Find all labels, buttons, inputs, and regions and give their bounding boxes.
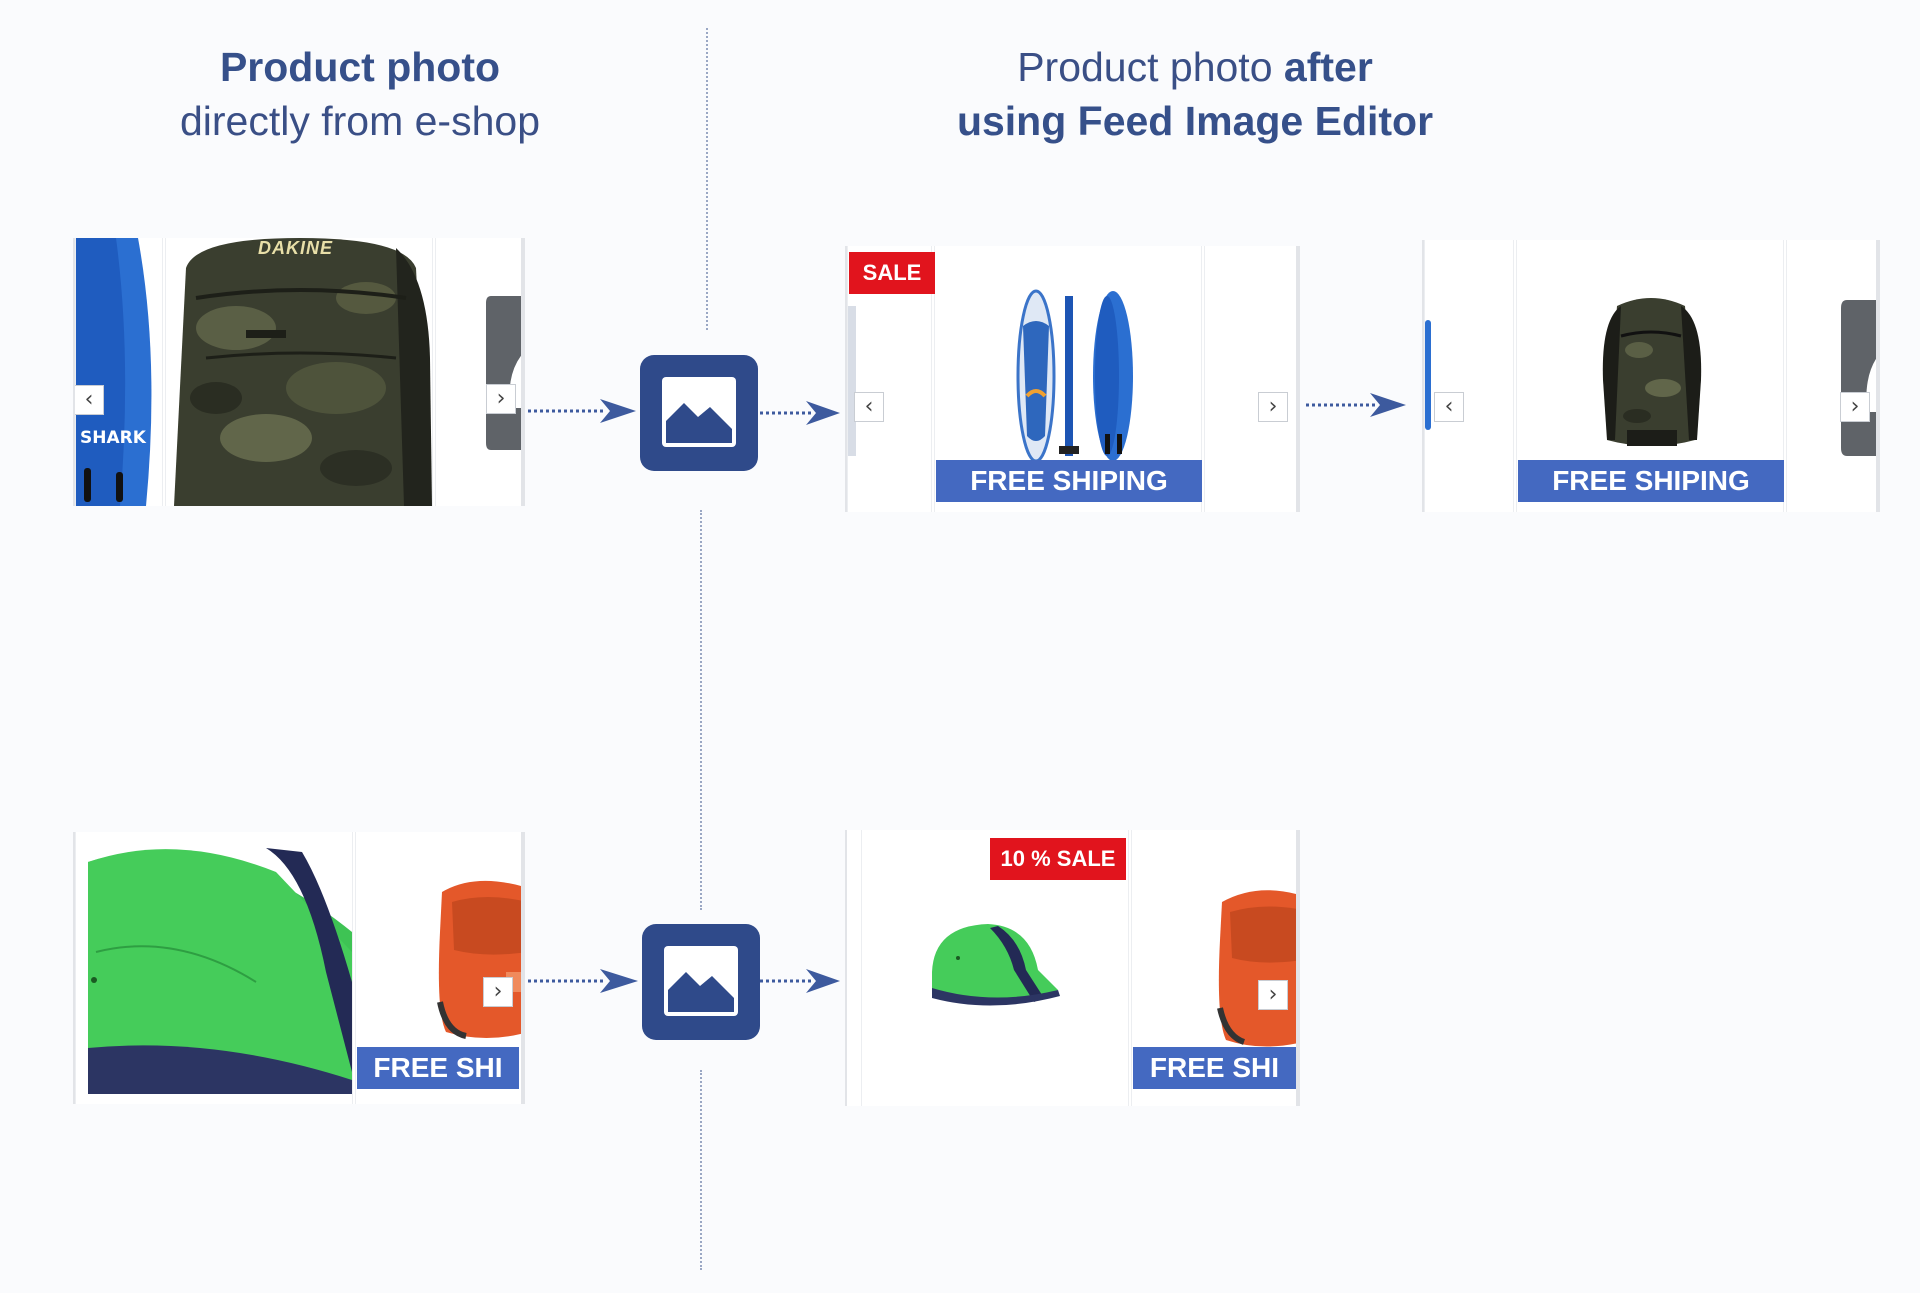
card-partial-right — [1204, 246, 1296, 512]
dotted-arrow-icon — [760, 969, 840, 993]
image-icon — [642, 924, 760, 1040]
chevron-left-icon: ‹ — [1444, 394, 1454, 419]
heading-original: Product photo directly from e-shop — [80, 40, 640, 148]
partial-product-image — [436, 238, 521, 506]
backpack-image — [166, 238, 432, 506]
free-shipping-banner: FREE SHIPING — [1518, 460, 1784, 502]
dotted-arrow-icon — [528, 969, 638, 993]
dotted-arrow-icon — [760, 401, 840, 425]
divider-top — [706, 28, 708, 330]
surfboard-image — [1425, 240, 1513, 512]
divider-bottom — [700, 1070, 702, 1270]
carousel-next-button[interactable]: › — [486, 384, 516, 414]
chevron-right-icon: › — [1268, 394, 1278, 419]
chevron-left-icon: ‹ — [864, 394, 874, 419]
heading-original-normal: directly from e-shop — [179, 98, 540, 144]
card-surfboard-partial — [1424, 240, 1514, 512]
card-cap-large — [75, 832, 353, 1104]
heading-edited: Product photo after using Feed Image Edi… — [880, 40, 1510, 148]
carousel-edited-row1-next[interactable]: FREE SHIPING ‹ › — [1422, 240, 1880, 512]
shark-label: SHARK — [80, 428, 146, 448]
carousel-next-button[interactable]: › — [1258, 980, 1288, 1010]
card-partial-right — [1786, 240, 1876, 512]
ten-percent-sale-badge: 10 % SALE — [990, 838, 1126, 880]
heading-edited-bold: using Feed Image Editor — [956, 98, 1434, 144]
carousel-original-row1[interactable]: SHARK DAKINE — [73, 238, 525, 506]
heading-edited-after: after — [1283, 44, 1373, 90]
chevron-right-icon: › — [493, 979, 503, 1004]
carousel-next-button[interactable]: › — [1840, 392, 1870, 422]
card-surfboard: SHARK — [75, 238, 163, 506]
carousel-next-button[interactable]: › — [483, 977, 513, 1007]
chevron-right-icon: › — [1850, 394, 1860, 419]
divider-middle — [700, 510, 702, 910]
heading-original-bold: Product photo — [219, 44, 501, 90]
dotted-arrow-icon — [1306, 393, 1406, 417]
card-partial-right — [435, 238, 521, 506]
carousel-prev-button[interactable]: ‹ — [1434, 392, 1464, 422]
carousel-edited-row1[interactable]: SALE FREE SHIPING ‹ › — [845, 246, 1300, 512]
carousel-prev-button[interactable]: ‹ — [854, 392, 884, 422]
carousel-edited-row2[interactable]: 10 % SALE FREE SHI › — [845, 830, 1300, 1106]
partial-product-image — [1787, 240, 1876, 512]
cap-image — [76, 832, 352, 1104]
carousel-original-row2[interactable]: FREE SHI › — [73, 832, 525, 1104]
image-icon — [640, 355, 758, 471]
card-backpack-large: DAKINE — [165, 238, 433, 506]
chevron-right-icon: › — [1268, 982, 1278, 1007]
free-shipping-banner-partial-text: FREE SHI — [1133, 1047, 1296, 1089]
dakine-label: DAKINE — [258, 238, 334, 258]
surfboard-image — [76, 238, 162, 506]
heading-edited-normal: Product photo — [1017, 44, 1273, 90]
chevron-left-icon: ‹ — [84, 387, 94, 412]
dotted-arrow-icon — [528, 399, 636, 423]
free-shipping-banner-partial-text: FREE SHI — [357, 1047, 519, 1089]
free-shipping-banner: FREE SHIPING — [936, 460, 1202, 502]
chevron-right-icon: › — [496, 386, 506, 411]
carousel-next-button[interactable]: › — [1258, 392, 1288, 422]
carousel-prev-button[interactable]: ‹ — [75, 385, 104, 415]
sale-badge: SALE — [849, 252, 935, 294]
